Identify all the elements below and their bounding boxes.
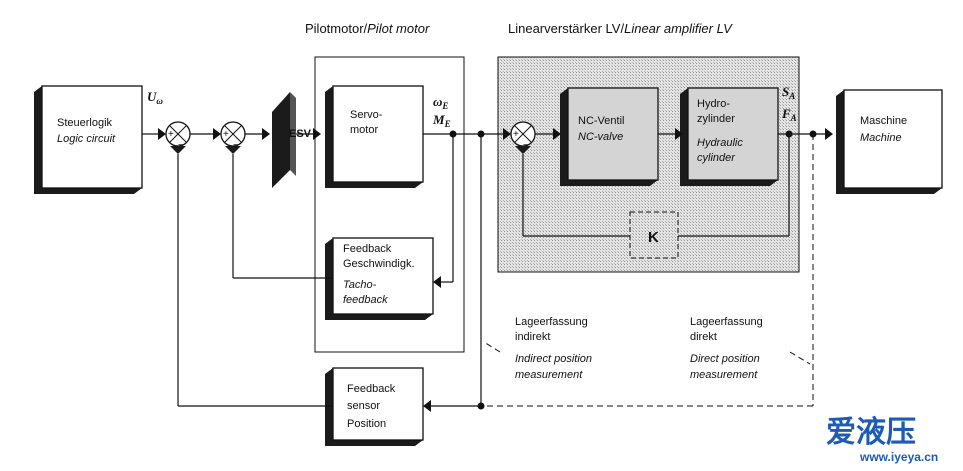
junction3-plus: + [513,129,519,140]
direct-line4: measurement [690,369,758,381]
junction1-minus: − [178,140,184,151]
tacho-label-4: feedback [343,294,388,306]
direct-line1: Lageerfassung [690,316,763,328]
tacho-feedback-block: Feedback Geschwindigk. Tacho- feedback [325,237,434,320]
junction3-minus: − [523,140,529,151]
m-e-label: ME [432,112,451,129]
cylinder-label-3: Hydraulic [697,137,743,149]
machine-label-en: Machine [860,132,902,144]
summing-junction-1: + − [165,121,191,154]
indirect-line1: Lageerfassung [515,316,588,328]
cylinder-label-1: Hydro- [697,98,730,110]
logic-label-de: Steuerlogik [57,117,113,129]
summing-junction-2: + − [220,121,246,154]
position-sensor-block: Feedback sensor Position [325,367,424,446]
sensor-label-3: Position [347,418,386,430]
k-label: K [648,229,659,246]
watermark-logo: 爱液压 www.iyeya.cn [826,415,938,464]
sensor-label-1: Feedback [347,383,396,395]
servo-motor-block: Servo- motor [325,85,424,188]
linear-amplifier-title: Linearverstärker LV/Linear amplifier LV [508,21,733,36]
junction2-plus: + [223,129,229,140]
omega-e-label: ωE [433,94,448,111]
valve-label-de: NC-Ventil [578,115,624,127]
cylinder-label-4: cylinder [697,152,736,164]
nc-valve-block: NC-Ventil NC-valve [560,87,659,186]
indirect-line4: measurement [515,369,583,381]
servo-label-1: Servo- [350,109,383,121]
f-a-label: FA [781,106,797,123]
pilot-motor-title: Pilotmotor/Pilot motor [305,21,430,36]
pilot-motor-frame [314,56,465,353]
indirect-line2: indirekt [515,331,550,343]
signal-lines [142,128,833,412]
watermark-url: www.iyeya.cn [859,450,938,464]
junction1-plus: + [168,129,174,140]
tacho-label-3: Tacho- [343,279,377,291]
k-block: K [629,211,679,259]
machine-label-de: Maschine [860,115,907,127]
u-omega-label: Uω [147,89,163,106]
indirect-line3: Indirect position [515,353,592,365]
direct-line2: direkt [690,331,717,343]
watermark-chinese: 爱液压 [826,415,916,450]
tacho-label-1: Feedback [343,243,392,255]
junction2-minus: − [233,140,239,151]
valve-label-en: NC-valve [578,131,623,143]
esv-amplifier: ESV [272,92,312,188]
machine-block: Maschine Machine [836,89,943,194]
tacho-label-2: Geschwindigk. [343,258,415,270]
logic-label-en: Logic circuit [57,133,116,145]
hydraulic-cylinder-block: Hydro- zylinder Hydraulic cylinder [680,87,779,186]
logic-circuit-block: Steuerlogik Logic circuit [34,85,143,194]
direct-line3: Direct position [690,353,760,365]
direct-measurement-note: Lageerfassung direkt Direct position mea… [690,316,763,381]
servo-label-2: motor [350,124,378,136]
sensor-label-2: sensor [347,400,380,412]
indirect-measurement-note: Lageerfassung indirekt Indirect position… [515,316,592,381]
cylinder-label-2: zylinder [697,113,735,125]
s-a-label: SA [782,84,795,101]
